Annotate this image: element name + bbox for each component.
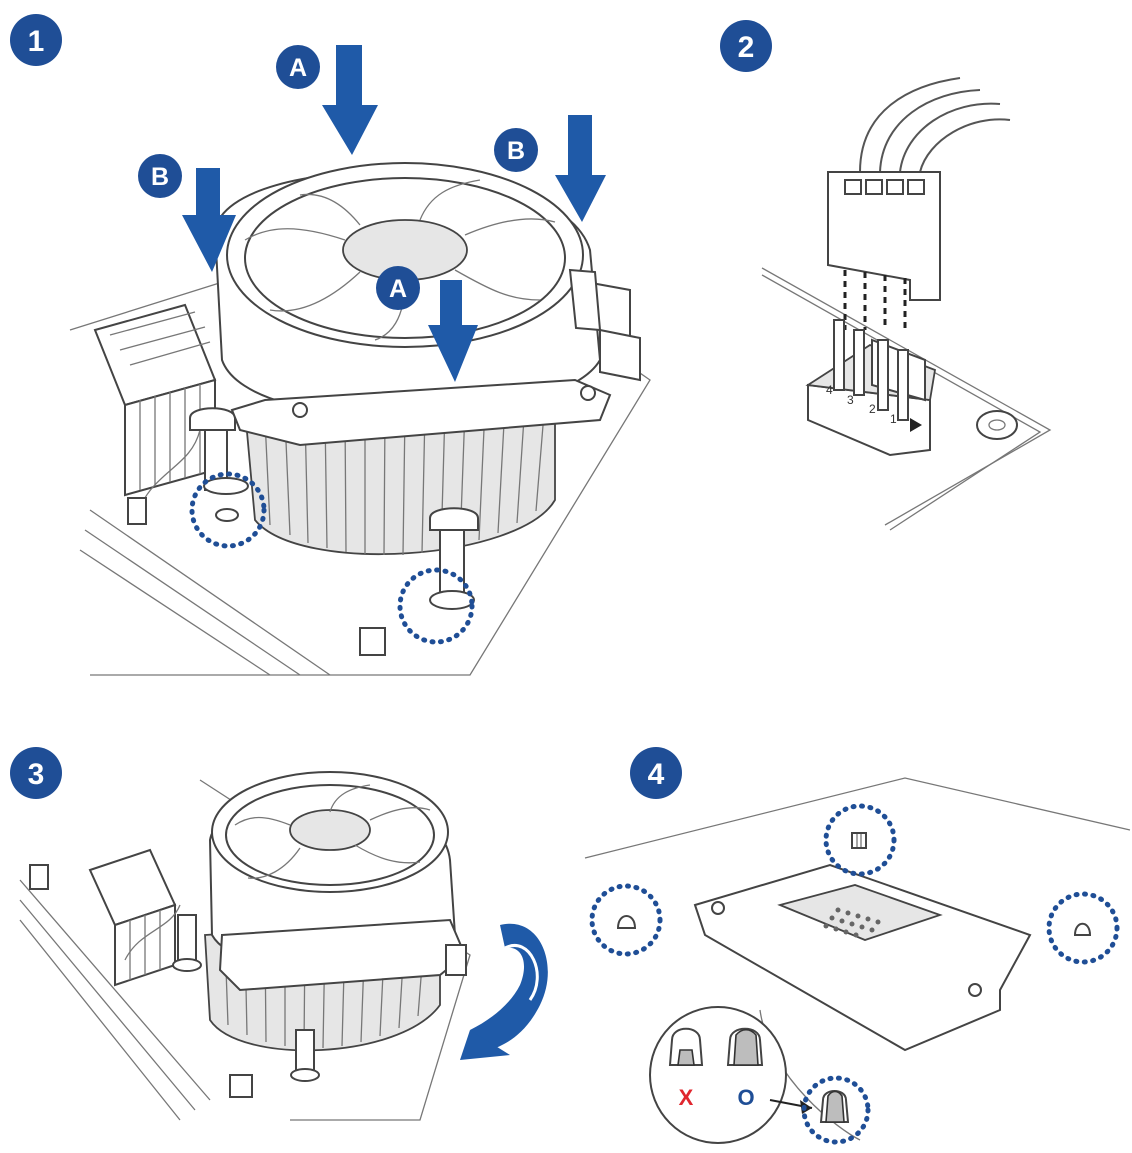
header-pin-label-3: 3	[847, 393, 854, 407]
pin-highlight-right	[397, 567, 475, 645]
seated-pin-icon	[819, 1090, 850, 1123]
arrow-push-b-right	[555, 115, 606, 222]
hole-highlight-top	[823, 803, 897, 877]
step-badge-2: 2	[720, 20, 772, 72]
push-pin-3-left	[172, 914, 202, 972]
step-badge-1: 1	[10, 14, 62, 66]
seated-pin-highlight	[801, 1075, 871, 1145]
cpu-socket-frame	[693, 863, 1032, 1052]
push-pin-right	[429, 507, 479, 610]
header-pin-label-1: 1	[890, 412, 897, 426]
board-hole-left	[616, 915, 637, 929]
arrow-push-a-center	[428, 280, 478, 382]
callout-b-right-label: B	[507, 137, 525, 165]
board-hole-top	[851, 832, 867, 849]
callout-a-center: A	[376, 266, 420, 310]
callout-b-right: B	[494, 128, 538, 172]
step-badge-4: 4	[630, 747, 682, 799]
mounting-hole	[976, 410, 1018, 440]
callout-a-center-label: A	[389, 275, 407, 303]
callout-b-left-label: B	[151, 163, 169, 191]
callout-a-top-label: A	[289, 54, 307, 82]
push-pin-check-inset: X O	[649, 1006, 871, 1145]
step-badge-3: 3	[10, 747, 62, 799]
wrong-mark: X	[679, 1085, 694, 1110]
pin-highlight-left	[189, 471, 267, 549]
callout-b-left: B	[138, 154, 182, 198]
hole-highlight-right	[1046, 891, 1120, 965]
push-pin-3-right	[290, 1029, 320, 1082]
callout-a-top: A	[276, 45, 320, 89]
cpu-fan-header: 4 3 2 1	[805, 319, 937, 457]
socket-pads	[823, 907, 881, 938]
header-pin-label-4: 4	[826, 383, 833, 397]
right-pin-icon	[726, 1027, 764, 1066]
step-number-1: 1	[28, 25, 45, 58]
hole-highlight-left	[589, 883, 663, 957]
panel-step-4: X O	[584, 777, 1131, 1145]
arrow-push-b-left	[182, 168, 236, 272]
vrm-heatsink	[93, 303, 217, 497]
wrong-pin-icon	[668, 1027, 704, 1066]
panel-step-1: A A B B	[69, 45, 651, 676]
step-number-4: 4	[648, 758, 665, 791]
arrow-push-a-top	[322, 45, 378, 155]
cooler-fan-3	[208, 771, 467, 992]
step-number-3: 3	[28, 758, 45, 791]
rotate-clockwise-arrow	[460, 923, 548, 1060]
panel-step-2: 4 3 2 1	[761, 77, 1052, 531]
fan-cable-connector	[827, 171, 941, 301]
board-hole-right	[1073, 922, 1092, 936]
panel-step-3	[19, 771, 548, 1121]
vrm-heatsink-3	[88, 848, 177, 987]
header-pin-label-2: 2	[869, 402, 876, 416]
step-number-2: 2	[738, 31, 755, 64]
right-mark: O	[737, 1085, 754, 1110]
